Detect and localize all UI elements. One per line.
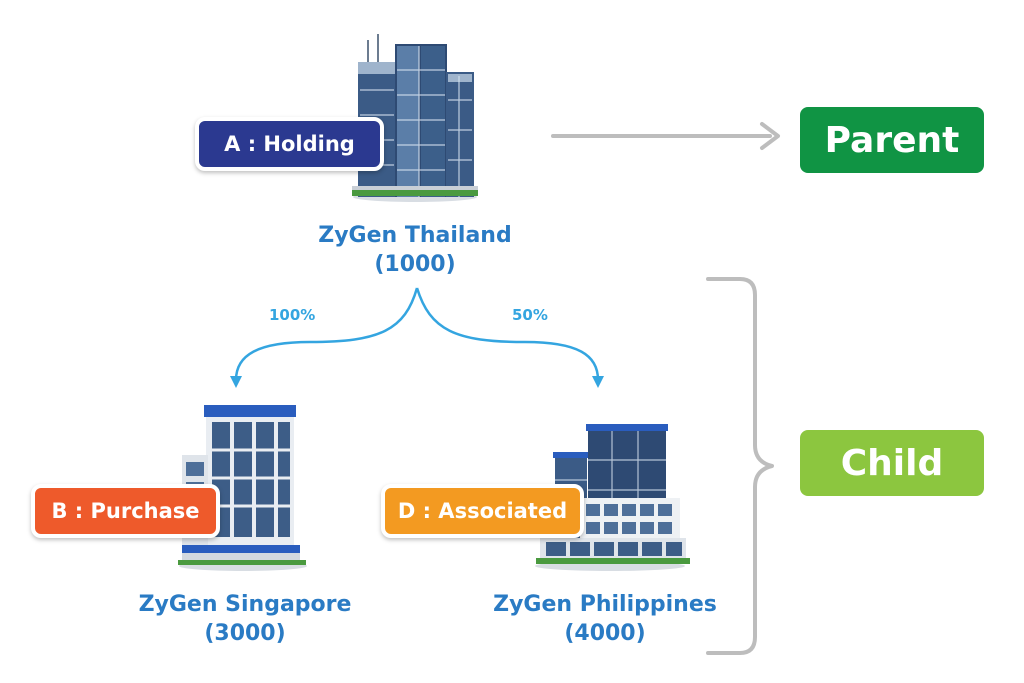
tag-purchase: B : Purchase [31,484,220,538]
company-thailand: ZyGen Thailand (1000) [300,221,530,279]
child-brace [706,277,774,655]
tag-holding: A : Holding [195,117,384,171]
tag-associated: D : Associated [381,484,584,538]
branch-left-arrowhead [230,376,242,388]
child-badge: Child [800,430,984,496]
company-singapore: ZyGen Singapore (3000) [120,590,370,648]
company-code: (4000) [564,621,646,646]
company-name: ZyGen Thailand [318,223,512,248]
ownership-left-label: 100% [269,306,316,324]
company-name: ZyGen Philippines [493,592,717,617]
parent-badge: Parent [800,107,984,173]
branch-right-arrow [415,287,600,381]
company-code: (1000) [374,252,456,277]
branch-right-arrowhead [592,376,604,388]
company-name: ZyGen Singapore [138,592,352,617]
building-icon [535,424,690,571]
parent-arrow-head [760,122,780,150]
ownership-right-label: 50% [512,306,548,324]
company-philippines: ZyGen Philippines (4000) [470,590,740,648]
branch-left-arrow [234,287,419,381]
company-code: (3000) [204,621,286,646]
